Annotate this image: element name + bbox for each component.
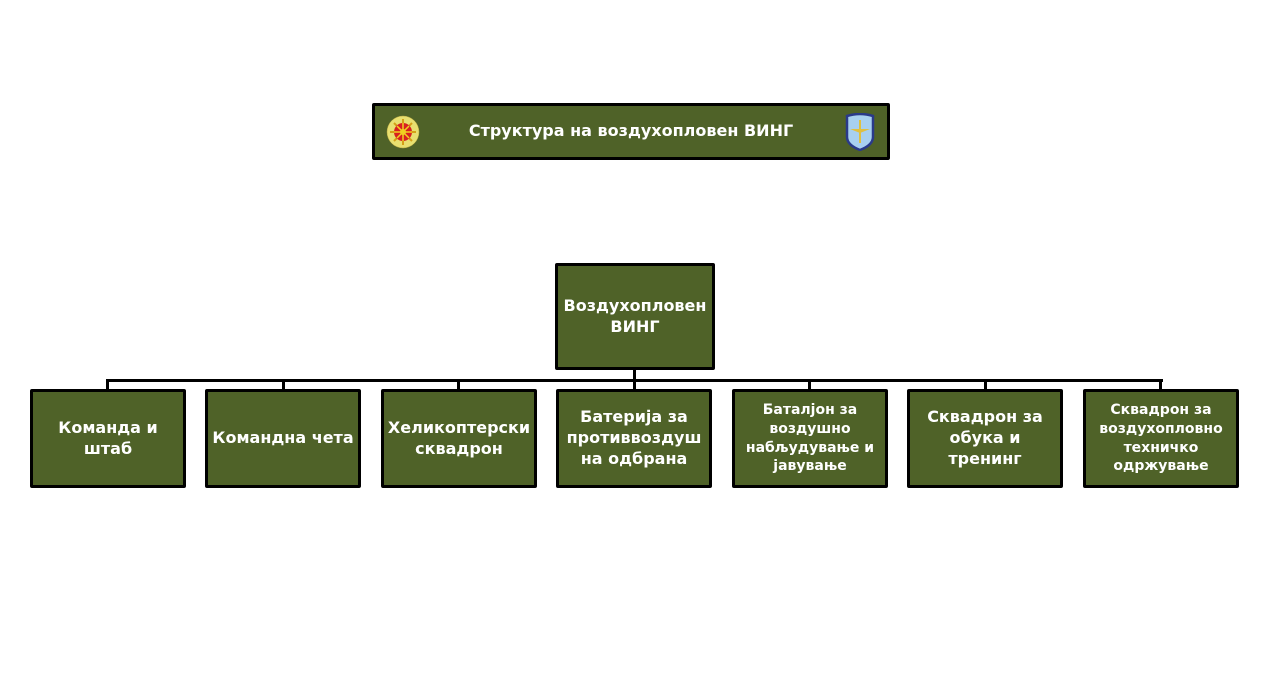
title-text: Структура на воздухопловен ВИНГ — [468, 121, 794, 141]
connector-root-down — [633, 370, 636, 382]
sun-emblem-icon — [386, 115, 420, 148]
node-maintenance-squadron: Сквадрон за воздухопловно техничко одржу… — [1083, 389, 1239, 488]
air-force-shield-icon — [845, 112, 875, 151]
connector-child-1 — [106, 379, 109, 390]
node-air-defense-battery: Батерија за противвоздуш на одбрана — [556, 389, 712, 488]
connector-child-3 — [457, 379, 460, 390]
node-command-company: Командна чета — [205, 389, 361, 488]
title-banner: Структура на воздухопловен ВИНГ — [372, 103, 890, 160]
connector-child-2 — [282, 379, 285, 390]
connector-child-5 — [808, 379, 811, 390]
node-air-surveillance-battalion: Баталјон за воздушно набљудување и јавув… — [732, 389, 888, 488]
connector-child-7 — [1159, 379, 1162, 390]
root-node-wing: Воздухопловен ВИНГ — [555, 263, 715, 370]
node-training-squadron: Сквадрон за обука и тренинг — [907, 389, 1063, 488]
connector-child-6 — [984, 379, 987, 390]
node-helicopter-squadron: Хеликоптерски сквадрон — [381, 389, 537, 488]
node-command-and-staff: Команда и штаб — [30, 389, 186, 488]
connector-child-4 — [633, 379, 636, 390]
